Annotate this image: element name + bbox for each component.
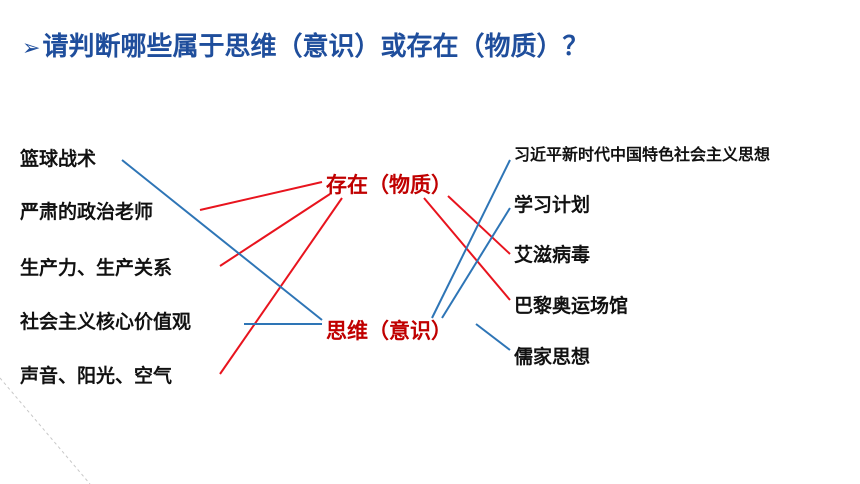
left-item-serious-teacher: 严肃的政治老师: [20, 201, 154, 223]
right-item-xi-thought: 习近平新时代中国特色社会主义思想: [514, 145, 771, 164]
right-item-confucianism: 儒家思想: [514, 346, 591, 368]
line-teacher-existence: [199, 181, 323, 211]
title-arrow-icon: ➢: [22, 36, 41, 61]
category-thought: 思维（意识）: [326, 319, 452, 343]
page-title: ➢请判断哪些属于思维（意识）或存在（物质）？: [22, 26, 588, 63]
left-item-core-values: 社会主义核心价值观: [20, 311, 192, 333]
left-item-basketball-tactics: 篮球战术: [20, 148, 97, 170]
right-item-aids-virus: 艾滋病毒: [514, 244, 591, 266]
title-text: 请判断哪些属于思维（意识）或存在（物质）？: [42, 32, 589, 62]
line-thought-xi: [431, 159, 511, 319]
line-tactics-thought: [121, 159, 323, 321]
line-thought-plan: [441, 207, 511, 319]
line-production-existence: [219, 193, 331, 267]
category-existence: 存在（物质）: [326, 173, 452, 197]
line-thought-confucian: [475, 323, 511, 351]
right-item-paris-venue: 巴黎奥运场馆: [514, 295, 629, 317]
left-item-productivity: 生产力、生产关系: [20, 257, 173, 279]
right-item-study-plan: 学习计划: [514, 194, 591, 216]
left-item-sound-light-air: 声音、阳光、空气: [20, 365, 173, 387]
